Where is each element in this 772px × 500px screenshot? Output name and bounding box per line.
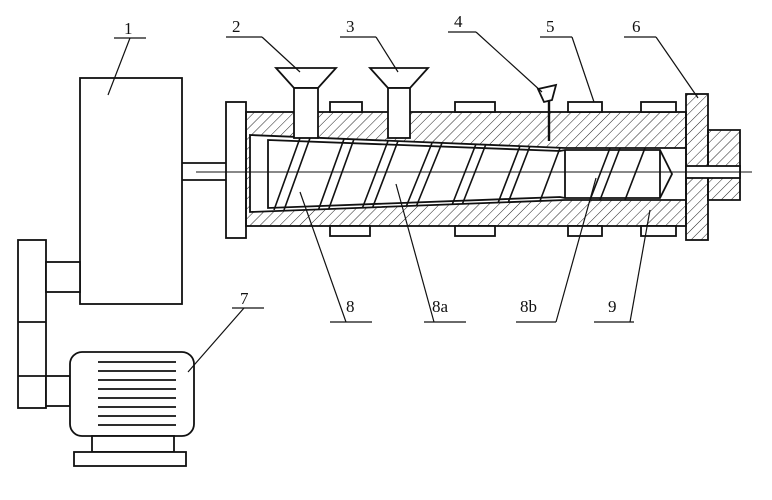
label-4: 4 xyxy=(454,12,463,31)
drive-shaft xyxy=(182,162,226,181)
leader-lines xyxy=(107,31,699,373)
label-5: 5 xyxy=(546,17,555,36)
label-6: 6 xyxy=(632,17,641,36)
electric-motor xyxy=(69,351,195,467)
label-8a: 8a xyxy=(432,297,449,316)
hopper-3 xyxy=(367,67,431,139)
label-8b: 8b xyxy=(520,297,537,316)
hopper-2 xyxy=(273,67,339,139)
die-head xyxy=(685,93,741,241)
left-flange xyxy=(225,101,247,239)
label-2: 2 xyxy=(232,17,241,36)
sensor-probe xyxy=(536,83,558,141)
screw xyxy=(267,137,674,212)
belt-pulley xyxy=(17,239,81,409)
gearbox xyxy=(79,77,183,305)
label-8: 8 xyxy=(346,297,355,316)
label-9: 9 xyxy=(608,297,617,316)
label-7: 7 xyxy=(240,289,249,308)
heater-bands xyxy=(329,101,677,237)
part-labels: 1 2 3 4 5 6 7 8 8a 8b 9 xyxy=(124,12,641,316)
label-1: 1 xyxy=(124,19,133,38)
label-3: 3 xyxy=(346,17,355,36)
